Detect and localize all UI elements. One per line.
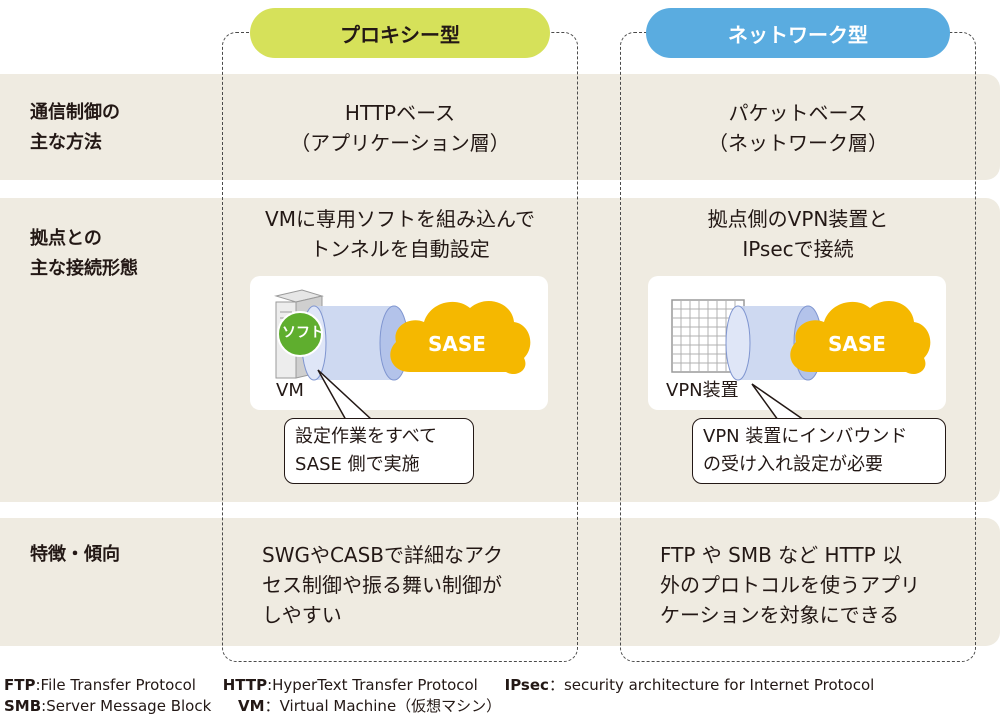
callout-line: SASE 側で実施 — [295, 454, 420, 475]
row-label-control: 通信制御の 主な方法 — [30, 98, 120, 158]
glossary-definition: :Server Message Block — [41, 697, 212, 715]
glossary-line-2: SMB:Server Message Block VM：Virtual Mach… — [4, 695, 501, 716]
row-label-line: 特徴・傾向 — [30, 544, 120, 565]
cell-line: VMに専用ソフトを組み込んで — [265, 207, 535, 231]
row-label-line: 主な接続形態 — [30, 258, 138, 279]
cell-line: （ネットワーク層） — [708, 131, 888, 155]
glossary-term: VM — [238, 697, 265, 715]
callout-line: 設定作業をすべて — [295, 426, 438, 447]
row-band-control — [0, 74, 1000, 180]
proxy-type-header: プロキシー型 — [250, 8, 550, 58]
network-callout: VPN 装置にインバウンド の受け入れ設定が必要 — [692, 418, 946, 484]
cell-line: パケットベース — [728, 101, 868, 125]
cell-line: FTP や SMB など HTTP 以 — [660, 543, 903, 567]
network-feature-cell: FTP や SMB など HTTP 以 外のプロトコルを使うアプリ ケーションを… — [620, 540, 976, 630]
software-badge-label: ソフト — [282, 325, 324, 341]
row-band-feature — [0, 518, 1000, 646]
glossary-term: SMB — [4, 697, 42, 715]
proxy-connection-cell: VMに専用ソフトを組み込んで トンネルを自動設定 — [222, 204, 578, 264]
cell-line: SWGやCASBで詳細なアク — [262, 543, 504, 567]
glossary-definition: ：Virtual Machine（仮想マシン） — [264, 697, 502, 715]
glossary-term: FTP — [4, 676, 36, 694]
network-type-header: ネットワーク型 — [646, 8, 950, 58]
cell-line: ケーションを対象にできる — [660, 603, 900, 627]
cell-line: IPsecで接続 — [742, 237, 854, 261]
vpn-device-label: VPN装置 — [666, 380, 739, 401]
row-label-line: 通信制御の — [30, 102, 120, 123]
proxy-control-cell: HTTPベース （アプリケーション層） — [222, 98, 578, 158]
cell-line: 拠点側のVPN装置と — [707, 207, 889, 231]
proxy-callout: 設定作業をすべて SASE 側で実施 — [284, 418, 474, 484]
vm-label: VM — [276, 380, 304, 401]
sase-cloud-icon — [790, 300, 931, 375]
proxy-feature-cell: SWGやCASBで詳細なアク セス制御や振る舞い制御が しやすい — [222, 540, 578, 630]
network-connection-cell: 拠点側のVPN装置と IPsecで接続 — [620, 204, 976, 264]
glossary-definition: ：security architecture for Internet Prot… — [548, 676, 875, 694]
sase-label: SASE — [428, 332, 486, 356]
cell-line: セス制御や振る舞い制御が — [262, 573, 502, 597]
callout-line: VPN 装置にインバウンド — [703, 426, 908, 447]
row-label-line: 拠点との — [30, 228, 102, 249]
software-badge-icon — [277, 311, 323, 357]
cell-line: （アプリケーション層） — [290, 131, 510, 155]
row-label-feature: 特徴・傾向 — [30, 540, 120, 570]
glossary-term: IPsec — [504, 676, 549, 694]
cell-line: HTTPベース — [344, 101, 456, 125]
network-control-cell: パケットベース （ネットワーク層） — [620, 98, 976, 158]
sase-label: SASE — [828, 332, 886, 356]
glossary-line-1: FTP:File Transfer Protocol HTTP:HyperTex… — [4, 674, 874, 695]
row-label-line: 主な方法 — [30, 132, 102, 153]
cell-line: しやすい — [262, 603, 342, 627]
glossary-term: HTTP — [222, 676, 268, 694]
glossary-definition: :File Transfer Protocol — [35, 676, 196, 694]
callout-line: の受け入れ設定が必要 — [703, 454, 883, 475]
glossary-definition: :HyperText Transfer Protocol — [267, 676, 478, 694]
cell-line: トンネルを自動設定 — [310, 237, 490, 261]
sase-cloud-icon — [390, 300, 531, 375]
cell-line: 外のプロトコルを使うアプリ — [660, 573, 920, 597]
row-label-connection: 拠点との 主な接続形態 — [30, 224, 138, 284]
